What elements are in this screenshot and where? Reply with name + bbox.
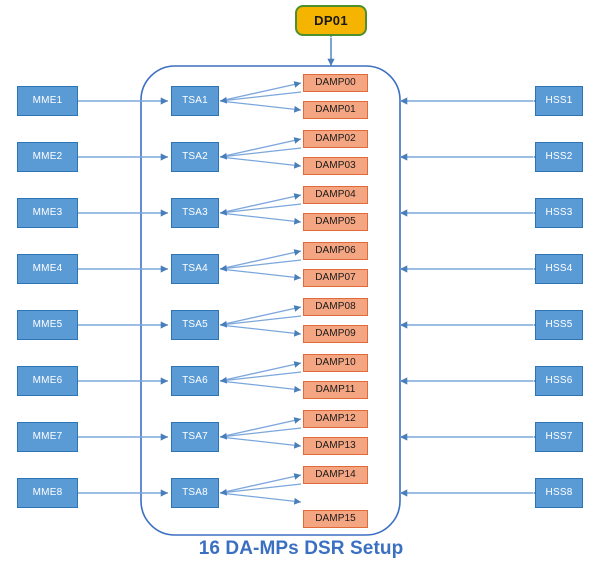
node-damp11[interactable]: DAMP11	[303, 381, 368, 399]
node-tsa3-label: TSA3	[182, 207, 208, 218]
node-mme7-label: MME7	[32, 431, 63, 442]
node-damp03-label: DAMP03	[315, 160, 356, 171]
node-mme6[interactable]: MME6	[17, 366, 78, 396]
node-tsa8-label: TSA8	[182, 487, 208, 498]
node-damp04[interactable]: DAMP04	[303, 186, 368, 204]
node-damp02-label: DAMP02	[315, 133, 356, 144]
node-damp12-label: DAMP12	[315, 413, 356, 424]
node-mme4[interactable]: MME4	[17, 254, 78, 284]
node-mme5[interactable]: MME5	[17, 310, 78, 340]
tsa-damp-links	[219, 81, 302, 505]
node-damp09[interactable]: DAMP09	[303, 325, 368, 343]
node-mme8[interactable]: MME8	[17, 478, 78, 508]
node-damp05[interactable]: DAMP05	[303, 213, 368, 231]
node-hss4[interactable]: HSS4	[535, 254, 583, 284]
node-damp15[interactable]: DAMP15	[303, 510, 368, 528]
node-hss3-label: HSS3	[545, 207, 573, 218]
node-tsa1-label: TSA1	[182, 95, 208, 106]
node-damp10-label: DAMP10	[315, 357, 356, 368]
node-hss2-label: HSS2	[545, 151, 573, 162]
node-hss6-label: HSS6	[545, 375, 573, 386]
node-hss2[interactable]: HSS2	[535, 142, 583, 172]
node-damp01-label: DAMP01	[315, 104, 356, 115]
node-tsa6[interactable]: TSA6	[171, 366, 219, 396]
node-damp00-label: DAMP00	[315, 77, 356, 88]
node-hss4-label: HSS4	[545, 263, 573, 274]
node-tsa3[interactable]: TSA3	[171, 198, 219, 228]
node-mme2[interactable]: MME2	[17, 142, 78, 172]
node-mme5-label: MME5	[32, 319, 63, 330]
node-mme1-label: MME1	[32, 95, 63, 106]
node-hss3[interactable]: HSS3	[535, 198, 583, 228]
node-damp10[interactable]: DAMP10	[303, 354, 368, 372]
node-hss5[interactable]: HSS5	[535, 310, 583, 340]
mme-tsa-links	[70, 97, 169, 497]
node-tsa1[interactable]: TSA1	[171, 86, 219, 116]
node-tsa4-label: TSA4	[182, 263, 208, 274]
node-damp04-label: DAMP04	[315, 189, 356, 200]
node-damp07-label: DAMP07	[315, 272, 356, 283]
node-damp08-label: DAMP08	[315, 301, 356, 312]
node-tsa2[interactable]: TSA2	[171, 142, 219, 172]
node-hss7[interactable]: HSS7	[535, 422, 583, 452]
node-damp08[interactable]: DAMP08	[303, 298, 368, 316]
node-tsa6-label: TSA6	[182, 375, 208, 386]
node-damp15-label: DAMP15	[315, 513, 356, 524]
node-damp00[interactable]: DAMP00	[303, 74, 368, 92]
node-mme3-label: MME3	[32, 207, 63, 218]
node-mme8-label: MME8	[32, 487, 63, 498]
node-hss8-label: HSS8	[545, 487, 573, 498]
node-damp14[interactable]: DAMP14	[303, 466, 368, 484]
node-mme7[interactable]: MME7	[17, 422, 78, 452]
node-damp07[interactable]: DAMP07	[303, 269, 368, 287]
node-hss8[interactable]: HSS8	[535, 478, 583, 508]
node-damp02[interactable]: DAMP02	[303, 130, 368, 148]
node-dp01[interactable]: DP01	[295, 5, 367, 36]
node-tsa8[interactable]: TSA8	[171, 478, 219, 508]
node-tsa5[interactable]: TSA5	[171, 310, 219, 340]
node-mme4-label: MME4	[32, 263, 63, 274]
node-damp13-label: DAMP13	[315, 440, 356, 451]
node-damp03[interactable]: DAMP03	[303, 157, 368, 175]
node-tsa5-label: TSA5	[182, 319, 208, 330]
node-damp06-label: DAMP06	[315, 245, 356, 256]
node-mme3[interactable]: MME3	[17, 198, 78, 228]
node-tsa7-label: TSA7	[182, 431, 208, 442]
node-dp01-label: DP01	[314, 13, 348, 28]
node-hss5-label: HSS5	[545, 319, 573, 330]
node-tsa4[interactable]: TSA4	[171, 254, 219, 284]
node-damp05-label: DAMP05	[315, 216, 356, 227]
node-damp09-label: DAMP09	[315, 328, 356, 339]
node-damp01[interactable]: DAMP01	[303, 101, 368, 119]
node-mme1[interactable]: MME1	[17, 86, 78, 116]
node-damp13[interactable]: DAMP13	[303, 437, 368, 455]
node-hss6[interactable]: HSS6	[535, 366, 583, 396]
node-tsa2-label: TSA2	[182, 151, 208, 162]
node-damp11-label: DAMP11	[315, 384, 356, 395]
node-damp14-label: DAMP14	[315, 469, 356, 480]
node-damp06[interactable]: DAMP06	[303, 242, 368, 260]
node-hss1[interactable]: HSS1	[535, 86, 583, 116]
hss-links	[399, 97, 541, 497]
node-hss1-label: HSS1	[545, 95, 573, 106]
node-damp12[interactable]: DAMP12	[303, 410, 368, 428]
node-mme2-label: MME2	[32, 151, 63, 162]
node-hss7-label: HSS7	[545, 431, 573, 442]
node-tsa7[interactable]: TSA7	[171, 422, 219, 452]
node-mme6-label: MME6	[32, 375, 63, 386]
diagram-caption: 16 DA-MPs DSR Setup	[198, 538, 404, 559]
